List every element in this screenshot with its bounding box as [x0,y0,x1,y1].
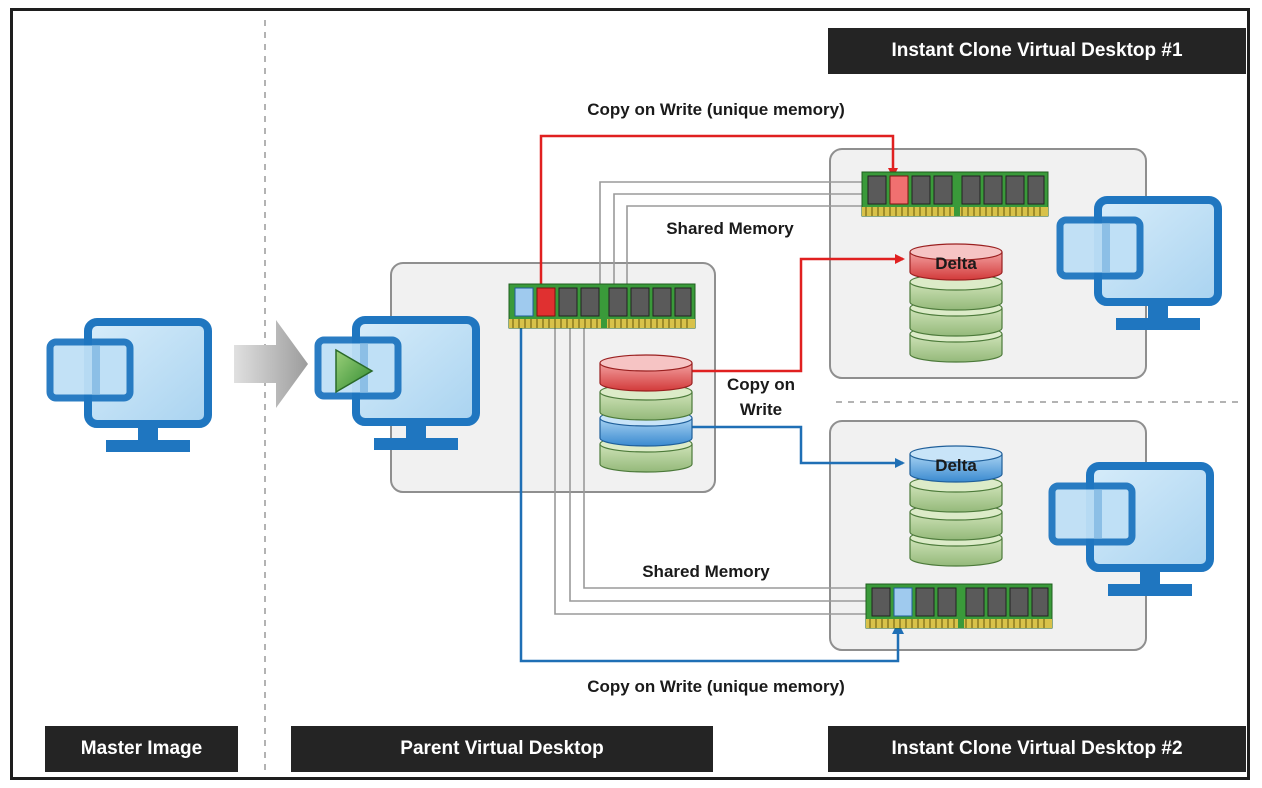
parent-memory-module-icon [508,283,696,329]
clone-2-memory-module-icon [865,583,1053,629]
arrow-right-icon [234,320,308,408]
cow-disk-arrow-blue [692,425,905,468]
shared-memory-top-label: Shared Memory [666,219,794,238]
cow-unique-top-label: Copy on Write (unique memory) [587,100,845,119]
shared-memory-bottom-label: Shared Memory [642,562,770,581]
delta-top-label: Delta [935,254,977,273]
cow-memory-arrow-blue [519,325,904,663]
clone-2-title: Instant Clone Virtual Desktop #2 [828,726,1246,772]
diagram-frame [10,8,1250,780]
cow-middle-label-line2: Write [739,400,783,419]
master-monitor-icon [50,322,208,452]
cow-unique-bottom-label: Copy on Write (unique memory) [587,677,845,696]
clone-1-memory-module-icon [861,171,1049,217]
cow-disk-arrow-red [692,254,905,373]
delta-bottom-label: Delta [935,456,977,475]
cow-middle-label-line1: Copy on [727,375,795,394]
play-icon [335,348,374,394]
clone-1-title: Instant Clone Virtual Desktop #1 [828,28,1246,74]
parent-desktop-title: Parent Virtual Desktop [291,726,713,772]
shared-memory-lines-bottom [554,325,868,615]
cow-memory-arrow-red [539,134,898,290]
master-image-title: Master Image [45,726,238,772]
shared-memory-lines-top [599,181,862,290]
parent-disk-stack-icon [599,354,693,473]
